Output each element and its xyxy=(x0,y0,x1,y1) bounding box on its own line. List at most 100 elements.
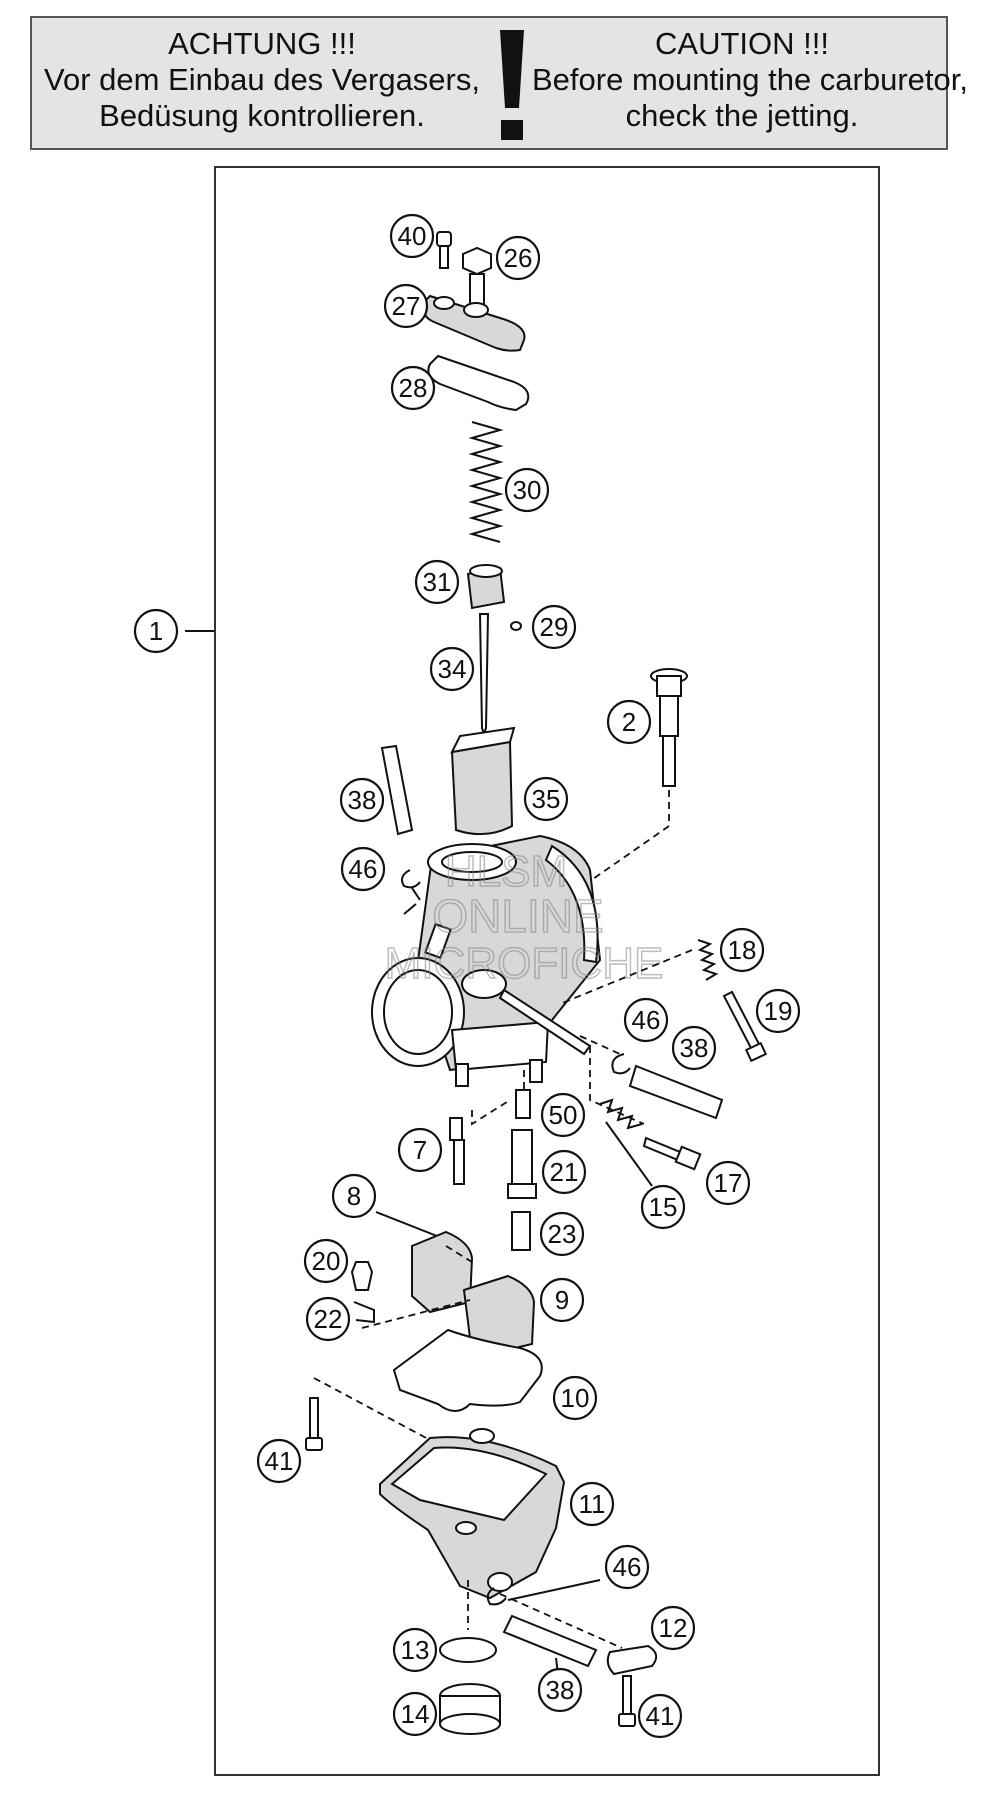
callout-number: 38 xyxy=(546,1675,575,1705)
callout-number: 38 xyxy=(348,785,377,815)
callout-23: 23 xyxy=(539,1211,585,1257)
hose-clip-part xyxy=(611,1053,631,1075)
callout-number: 21 xyxy=(550,1157,579,1187)
caution-banner: ACHTUNG !!! Vor dem Einbau des Vergasers… xyxy=(30,16,968,150)
callout-number: 8 xyxy=(347,1181,361,1211)
leader-line xyxy=(507,1579,601,1601)
warning-german-title: ACHTUNG !!! xyxy=(168,26,356,61)
callout-38: 38 xyxy=(671,1025,717,1071)
callout-50: 50 xyxy=(540,1092,586,1138)
watermark-line2: ONLINE xyxy=(432,890,603,942)
callout-number: 14 xyxy=(401,1699,430,1729)
warning-english-line2: check the jetting. xyxy=(625,98,859,133)
callout-1: 1 xyxy=(133,608,179,654)
callout-number: 13 xyxy=(401,1635,430,1665)
idle-screw-part xyxy=(722,990,768,1063)
cover-screw-part xyxy=(436,231,452,269)
callout-number: 35 xyxy=(532,784,561,814)
callout-number: 50 xyxy=(549,1100,578,1130)
hose-bracket-part xyxy=(606,1644,658,1676)
callout-35: 35 xyxy=(523,776,569,822)
callout-11: 11 xyxy=(569,1481,615,1527)
callout-number: 27 xyxy=(392,291,421,321)
hose-clip-part xyxy=(486,1587,507,1606)
exclamation-icon xyxy=(500,30,524,140)
assembly-dash-line xyxy=(579,1035,621,1055)
callout-26: 26 xyxy=(495,235,541,281)
callout-2: 2 xyxy=(606,699,652,745)
callout-31: 31 xyxy=(414,559,460,605)
warning-german: ACHTUNG !!! Vor dem Einbau des Vergasers… xyxy=(38,26,486,134)
bowl-screw-part xyxy=(618,1675,636,1727)
callout-28: 28 xyxy=(390,365,436,411)
callout-number: 28 xyxy=(399,373,428,403)
callout-number: 9 xyxy=(555,1285,569,1315)
callout-number: 41 xyxy=(265,1446,294,1476)
assembly-dash-line xyxy=(313,1377,431,1441)
vent-hose-part xyxy=(628,1064,724,1120)
callout-40: 40 xyxy=(389,213,435,259)
callout-number: 1 xyxy=(149,616,163,646)
callout-number: 46 xyxy=(349,854,378,884)
callout-9: 9 xyxy=(539,1277,585,1323)
float-bowl-part xyxy=(379,1428,566,1600)
needle-retainer-part xyxy=(466,564,506,610)
hose-clip-part xyxy=(401,869,421,889)
callout-number: 11 xyxy=(579,1489,606,1519)
warning-english: CAUTION !!! Before mounting the carburet… xyxy=(532,26,968,134)
callout-number: 18 xyxy=(728,935,757,965)
callout-14: 14 xyxy=(392,1691,438,1737)
callout-21: 21 xyxy=(541,1149,587,1195)
callout-30: 30 xyxy=(504,467,550,513)
watermark: HLSM ONLINE MICROFICHE xyxy=(384,846,664,989)
callout-18: 18 xyxy=(719,927,765,973)
callout-number: 31 xyxy=(423,567,452,597)
callout-38: 38 xyxy=(339,777,385,823)
callout-number: 12 xyxy=(659,1613,688,1643)
assembly-dash-line xyxy=(361,1299,471,1329)
callout-8: 8 xyxy=(331,1173,377,1219)
needle-clip-part xyxy=(510,621,522,631)
callout-17: 17 xyxy=(705,1160,751,1206)
callout-number: 19 xyxy=(764,996,793,1026)
callout-7: 7 xyxy=(397,1127,443,1173)
main-jet-part xyxy=(511,1211,531,1251)
callout-22: 22 xyxy=(305,1296,351,1342)
callout-41: 41 xyxy=(256,1438,302,1484)
needle-jet-part xyxy=(515,1089,531,1119)
callout-38: 38 xyxy=(537,1667,583,1713)
callout-number: 2 xyxy=(622,707,636,737)
air-screw-part xyxy=(642,1136,702,1171)
cap-nut-part xyxy=(462,246,492,309)
float-needle-clip-part xyxy=(353,1301,375,1324)
assembly-dash-line xyxy=(471,1070,525,1126)
callout-15: 15 xyxy=(640,1184,686,1230)
o-ring-part xyxy=(439,1637,497,1663)
starter-jet-part xyxy=(449,1117,465,1185)
warning-english-title: CAUTION !!! xyxy=(655,26,829,61)
drain-plug-part xyxy=(439,1683,501,1735)
watermark-line1: HLSM xyxy=(445,847,567,896)
watermark-line3: MICROFICHE xyxy=(385,939,664,988)
assembly-dash-line xyxy=(499,1593,623,1649)
callout-13: 13 xyxy=(392,1627,438,1673)
bowl-screw-part xyxy=(305,1397,323,1451)
callout-number: 15 xyxy=(649,1192,678,1222)
callout-number: 30 xyxy=(513,475,542,505)
throttle-slide-part xyxy=(450,726,516,836)
callout-number: 38 xyxy=(680,1033,709,1063)
callout-41: 41 xyxy=(637,1693,683,1739)
assembly-dash-line xyxy=(445,1245,473,1263)
warning-english-line1: Before mounting the carburetor, xyxy=(532,62,968,97)
idle-spring-part xyxy=(697,939,719,981)
carburetor-body-part xyxy=(371,834,602,1087)
throttle-spring-part xyxy=(468,421,504,543)
cover-gasket-part xyxy=(427,354,530,412)
warning-german-line2: Bedüsung kontrollieren. xyxy=(99,98,425,133)
callout-number: 34 xyxy=(438,654,467,684)
vent-hose-part xyxy=(380,744,414,836)
callout-number: 17 xyxy=(714,1168,743,1198)
callout-27: 27 xyxy=(383,283,429,329)
callout-number: 7 xyxy=(413,1135,427,1165)
